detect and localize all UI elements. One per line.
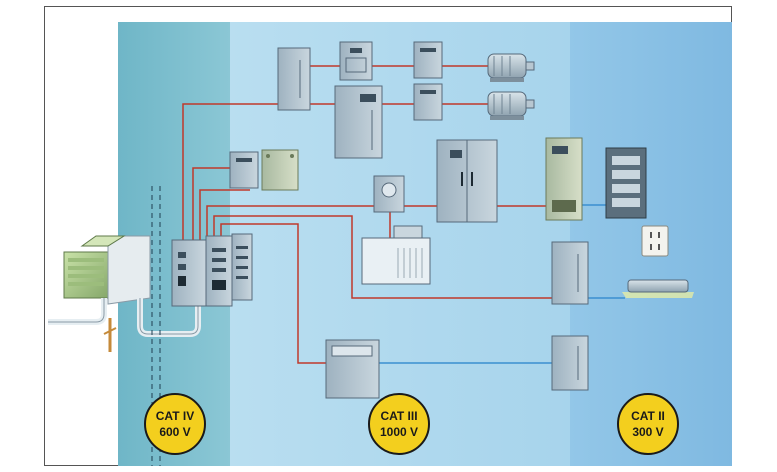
- cat-iii-badge: CAT III 1000 V: [368, 393, 430, 455]
- wire-red: [206, 205, 374, 240]
- service-transformer: [63, 235, 151, 305]
- small-meter-box: [373, 175, 405, 213]
- disconnect-switch: [339, 41, 373, 81]
- motor-control-center: [436, 139, 498, 223]
- light-fixture-icon: [622, 279, 694, 298]
- cat-iii-voltage: 1000 V: [380, 425, 418, 439]
- wire-red: [192, 167, 230, 240]
- cat-iii-label: CAT III: [380, 409, 417, 423]
- branch-panel-lower: [551, 335, 589, 391]
- wiring: [182, 65, 625, 364]
- wire-red: [213, 215, 552, 299]
- wire-red: [182, 103, 278, 240]
- motor-starter-1: [413, 41, 443, 79]
- junction-box: [261, 149, 299, 191]
- server-rack: [605, 147, 647, 219]
- cat-iv-badge: CAT IV 600 V: [144, 393, 206, 455]
- cat-ii-voltage: 300 V: [632, 425, 663, 439]
- subpanel-lower: [325, 339, 380, 399]
- cat-ii-badge: CAT II 300 V: [617, 393, 679, 455]
- motor-starter-2: [413, 83, 443, 121]
- compressor-unit: [361, 225, 431, 285]
- main-switchgear: [171, 233, 253, 307]
- wire-red: [220, 223, 326, 364]
- branch-panel: [551, 241, 589, 305]
- cat-ii-label: CAT II: [631, 409, 665, 423]
- small-disconnect: [229, 151, 259, 189]
- motor-2-icon: [487, 91, 535, 120]
- distribution-panel-top: [277, 47, 311, 111]
- control-panel: [334, 85, 383, 159]
- ups-cabinet: [545, 137, 583, 221]
- cat-iv-label: CAT IV: [156, 409, 194, 423]
- wall-outlet-icon: [641, 225, 669, 257]
- service-conduit: [48, 186, 201, 466]
- wire-red: [199, 189, 250, 240]
- cat-iv-voltage: 600 V: [159, 425, 190, 439]
- motor-1-icon: [487, 53, 535, 82]
